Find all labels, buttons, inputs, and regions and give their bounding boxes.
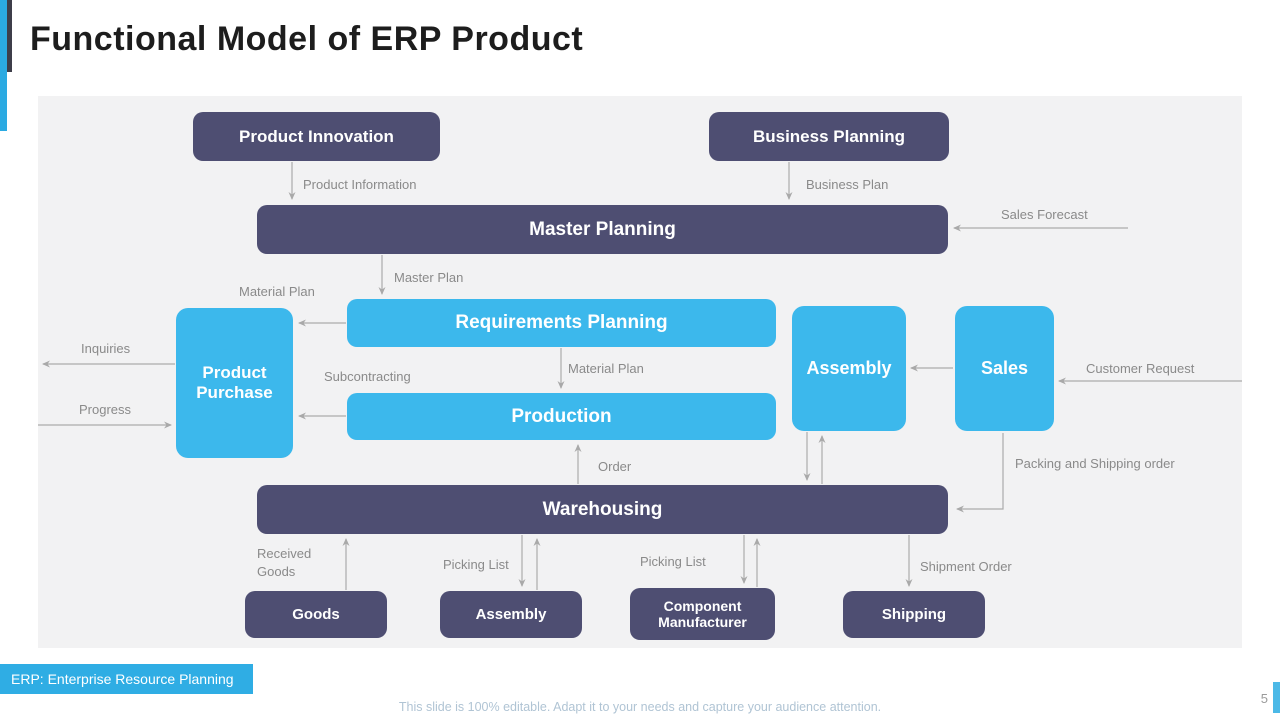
node-shipping: Shipping [843, 591, 985, 638]
edge-label-picking-list-right: Picking List [640, 554, 706, 569]
edge-label-product-information: Product Information [303, 177, 417, 192]
edge-label-customer-request: Customer Request [1086, 361, 1195, 376]
page-number: 5 [1260, 691, 1268, 706]
bottom-right-accent-bar [1273, 682, 1280, 713]
edge-label-progress: Progress [79, 402, 132, 417]
node-product-innovation: Product Innovation [193, 112, 440, 161]
edge-label-inquiries: Inquiries [81, 341, 131, 356]
left-accent-bar-dark [7, 0, 12, 72]
edge-label-picking-list-left: Picking List [443, 557, 509, 572]
edge-label-received-goods: Received Goods [257, 546, 312, 579]
node-production: Production [347, 393, 776, 440]
node-assembly-bottom: Assembly [440, 591, 582, 638]
node-product-purchase: Product Purchase [176, 308, 293, 458]
left-accent-bar-blue [0, 0, 7, 131]
node-business-planning: Business Planning [709, 112, 949, 161]
erp-legend-badge: ERP: Enterprise Resource Planning [0, 664, 253, 694]
edge-label-subcontracting: Subcontracting [324, 369, 411, 384]
footer-editable-note: This slide is 100% editable. Adapt it to… [398, 700, 882, 714]
edge-label-material-plan-mid: Material Plan [568, 361, 644, 376]
node-assembly: Assembly [792, 306, 906, 431]
edge-label-order: Order [598, 459, 632, 474]
edge-label-master-plan: Master Plan [394, 270, 464, 285]
edge-label-shipment-order: Shipment Order [920, 559, 1012, 574]
node-master-planning: Master Planning [257, 205, 948, 254]
node-requirements-planning: Requirements Planning [347, 299, 776, 347]
node-goods: Goods [245, 591, 387, 638]
edge-label-packing-shipping: Packing and Shipping order [1015, 456, 1175, 471]
node-sales: Sales [955, 306, 1054, 431]
edge-label-sales-forecast: Sales Forecast [1001, 207, 1088, 222]
edge-label-material-plan-left: Material Plan [239, 284, 315, 299]
page-title: Functional Model of ERP Product [30, 20, 584, 58]
node-warehousing: Warehousing [257, 485, 948, 534]
edge-label-business-plan: Business Plan [806, 177, 889, 192]
node-component-manufacturer: Component Manufacturer [630, 588, 775, 640]
